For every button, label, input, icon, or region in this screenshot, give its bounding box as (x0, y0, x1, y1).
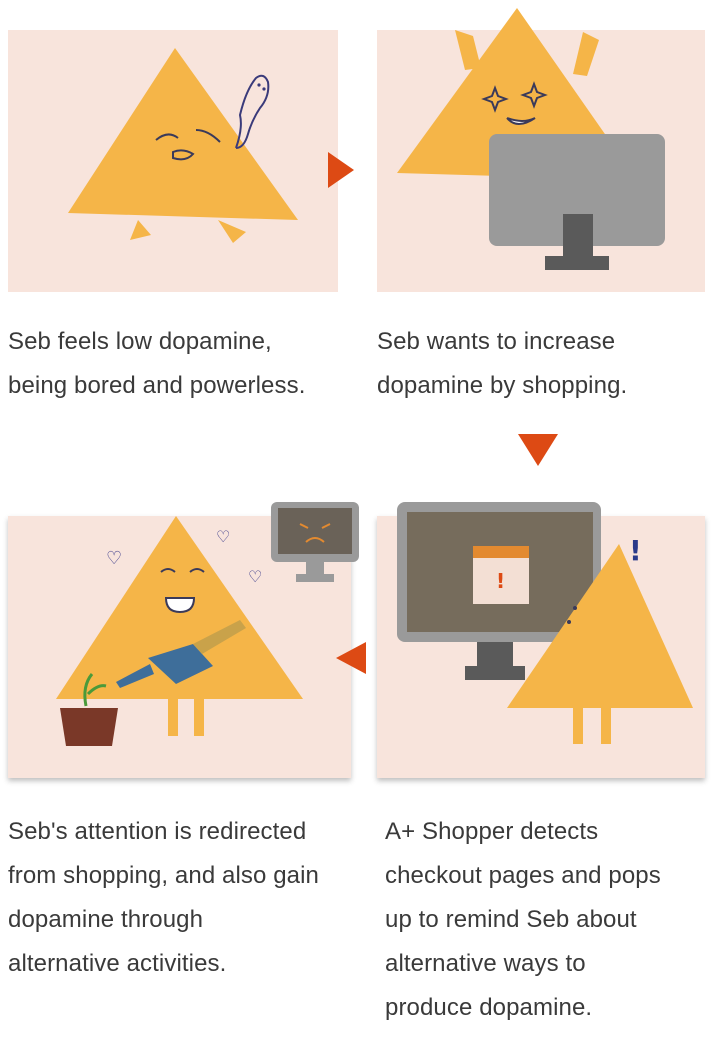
caption-line: Seb wants to increase (377, 328, 616, 355)
heart-icon: ♡ (248, 567, 262, 586)
monitor (489, 134, 665, 246)
ghost-icon (235, 74, 270, 149)
illustration-seb-gardening: ♡ ♡ ♡ (56, 502, 359, 746)
exclamation-icon: ! (629, 534, 642, 567)
panel-seb-shopping (377, 8, 705, 292)
arrow-right-icon (328, 152, 354, 188)
seb-character (68, 48, 298, 220)
arrow-left-icon (336, 642, 366, 674)
caption-line: alternative activities. (8, 950, 227, 977)
caption-line: dopamine by shopping. (377, 372, 628, 399)
caption-line: from shopping, and also gain (8, 862, 320, 889)
flower-pot (60, 708, 118, 746)
caption-line: Seb feels low dopamine, (8, 328, 272, 355)
seb-character (507, 544, 693, 708)
caption-line: Seb's attention is redirected (8, 818, 307, 845)
caption-step-2: Seb wants to increase dopamine by shoppi… (377, 320, 627, 408)
plant-icon (83, 673, 107, 707)
caption-line: up to remind Seb about (385, 906, 637, 933)
panel-seb-bored (8, 30, 338, 292)
caption-line: A+ Shopper detects (385, 818, 599, 845)
caption-step-4: A+ Shopper detects checkout pages and po… (385, 810, 661, 1030)
watering-can-icon (148, 644, 213, 684)
caption-line: dopamine through (8, 906, 204, 933)
exclamation-icon: ! (496, 569, 505, 593)
caption-line: alternative ways to (385, 950, 586, 977)
caption-step-3: Seb's attention is redirected from shopp… (8, 810, 319, 986)
illustration-seb-bored (68, 48, 298, 243)
heart-icon: ♡ (216, 527, 230, 546)
panel-seb-gardening: ♡ ♡ ♡ (8, 502, 359, 778)
arrow-down-icon (518, 434, 558, 466)
panel-seb-reminded: ! ! (377, 502, 705, 778)
illustration-seb-reminded: ! ! (397, 502, 693, 744)
caption-line: checkout pages and pops (385, 862, 661, 889)
caption-line: produce dopamine. (385, 994, 593, 1021)
caption-line: being bored and powerless. (8, 372, 306, 399)
heart-icon: ♡ (106, 548, 122, 569)
caption-step-1: Seb feels low dopamine, being bored and … (8, 320, 305, 408)
illustration-seb-shopping (397, 8, 665, 270)
